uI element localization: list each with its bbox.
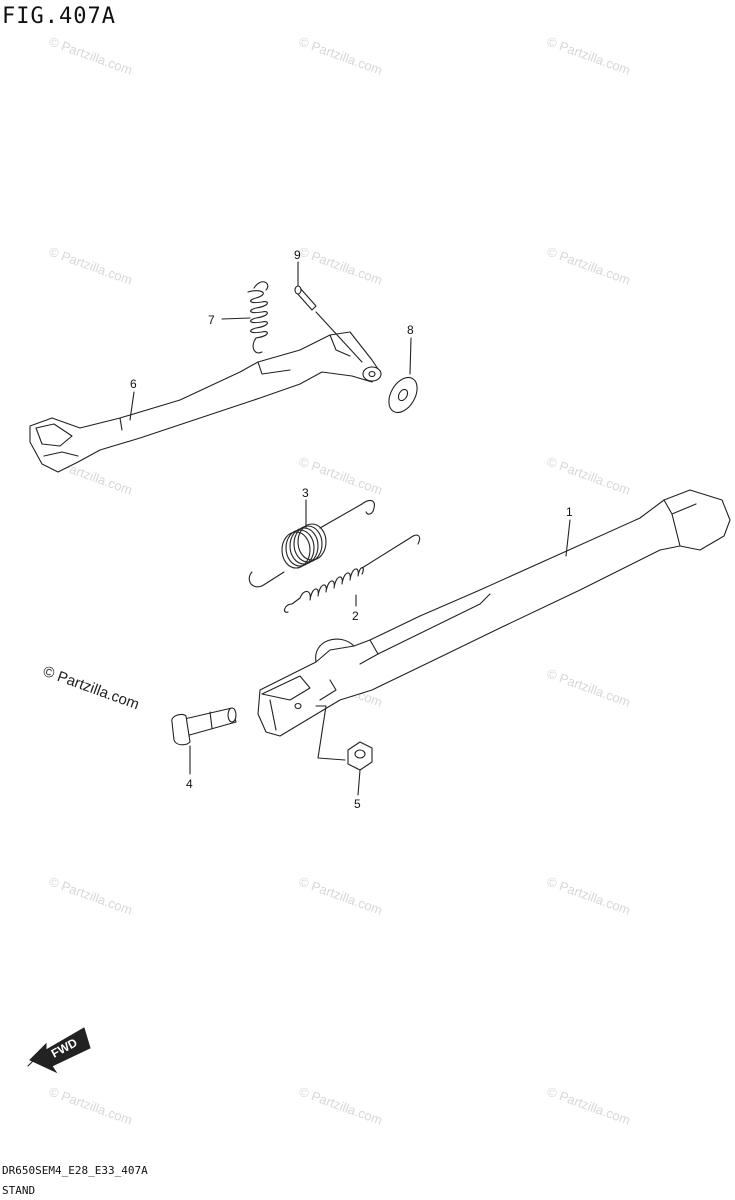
part-4-bolt [171, 707, 237, 746]
part-9-pin [294, 285, 363, 363]
watermark: © Partzilla.com [545, 454, 632, 498]
callout-5: 5 [354, 797, 361, 811]
part-1-side-stand [257, 489, 731, 761]
callout-6: 6 [130, 377, 137, 391]
part-7-spring [247, 281, 269, 354]
watermark: © Partzilla.com [297, 1084, 384, 1128]
callout-3: 3 [302, 486, 309, 500]
part-5-nut [347, 741, 373, 771]
watermark: © Partzilla.com [545, 1084, 632, 1128]
callout-leaders [129, 261, 571, 796]
watermark: © Partzilla.com [545, 874, 632, 918]
part-8-washer [388, 376, 418, 414]
callout-2: 2 [352, 609, 359, 623]
watermark: © Partzilla.com [297, 454, 384, 498]
watermark: © Partzilla.com [47, 244, 134, 288]
callout-9: 9 [294, 248, 301, 262]
callout-7: 7 [208, 313, 215, 327]
fwd-arrow-icon: FWD [27, 1027, 91, 1074]
watermark: © Partzilla.com [47, 1084, 134, 1128]
figure-code: DR650SEM4_E28_E33_407A [2, 1164, 148, 1177]
watermark: © Partzilla.com [545, 34, 632, 78]
callout-4: 4 [186, 777, 193, 791]
watermark: © Partzilla.com [545, 666, 632, 710]
figure-name: STAND [2, 1184, 36, 1197]
watermark-prominent: © Partzilla.com [41, 663, 142, 714]
watermark: © Partzilla.com [47, 874, 134, 918]
watermark: © Partzilla.com [297, 874, 384, 918]
watermark: © Partzilla.com [47, 34, 134, 78]
callout-1: 1 [566, 505, 573, 519]
callout-8: 8 [407, 323, 414, 337]
part-6-stand-lever [29, 331, 382, 473]
watermark: © Partzilla.com [297, 244, 384, 288]
part-3-spring [248, 499, 375, 588]
callout-numbers: 1 2 3 4 5 6 7 8 9 [130, 248, 573, 811]
figure-title: FIG.407A [2, 4, 116, 29]
watermark: © Partzilla.com [545, 244, 632, 288]
part-2-spring [283, 534, 421, 613]
watermark: © Partzilla.com [297, 34, 384, 78]
